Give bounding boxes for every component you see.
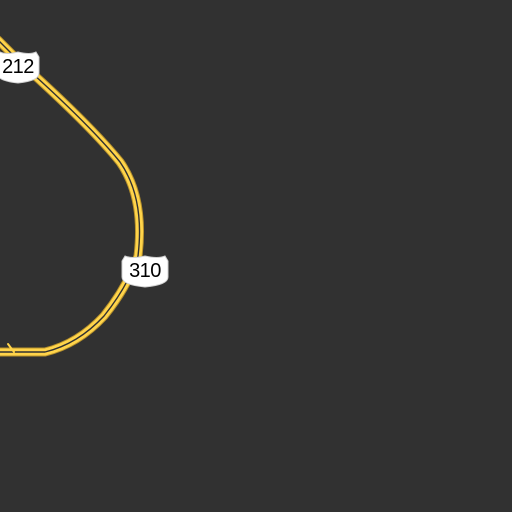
route-212-label: 212 <box>2 56 34 78</box>
route-310-shield[interactable]: 310 <box>119 253 171 289</box>
ramp-stub <box>7 343 15 353</box>
route-310-label: 310 <box>129 260 161 282</box>
highway-road-centerline <box>0 41 141 353</box>
route-212-shield[interactable]: 212 <box>0 49 42 85</box>
highway-road-casing <box>0 35 144 357</box>
us-highway-shield-icon <box>0 51 40 84</box>
highway-road[interactable] <box>0 37 143 356</box>
us-highway-shield-icon <box>121 255 169 288</box>
